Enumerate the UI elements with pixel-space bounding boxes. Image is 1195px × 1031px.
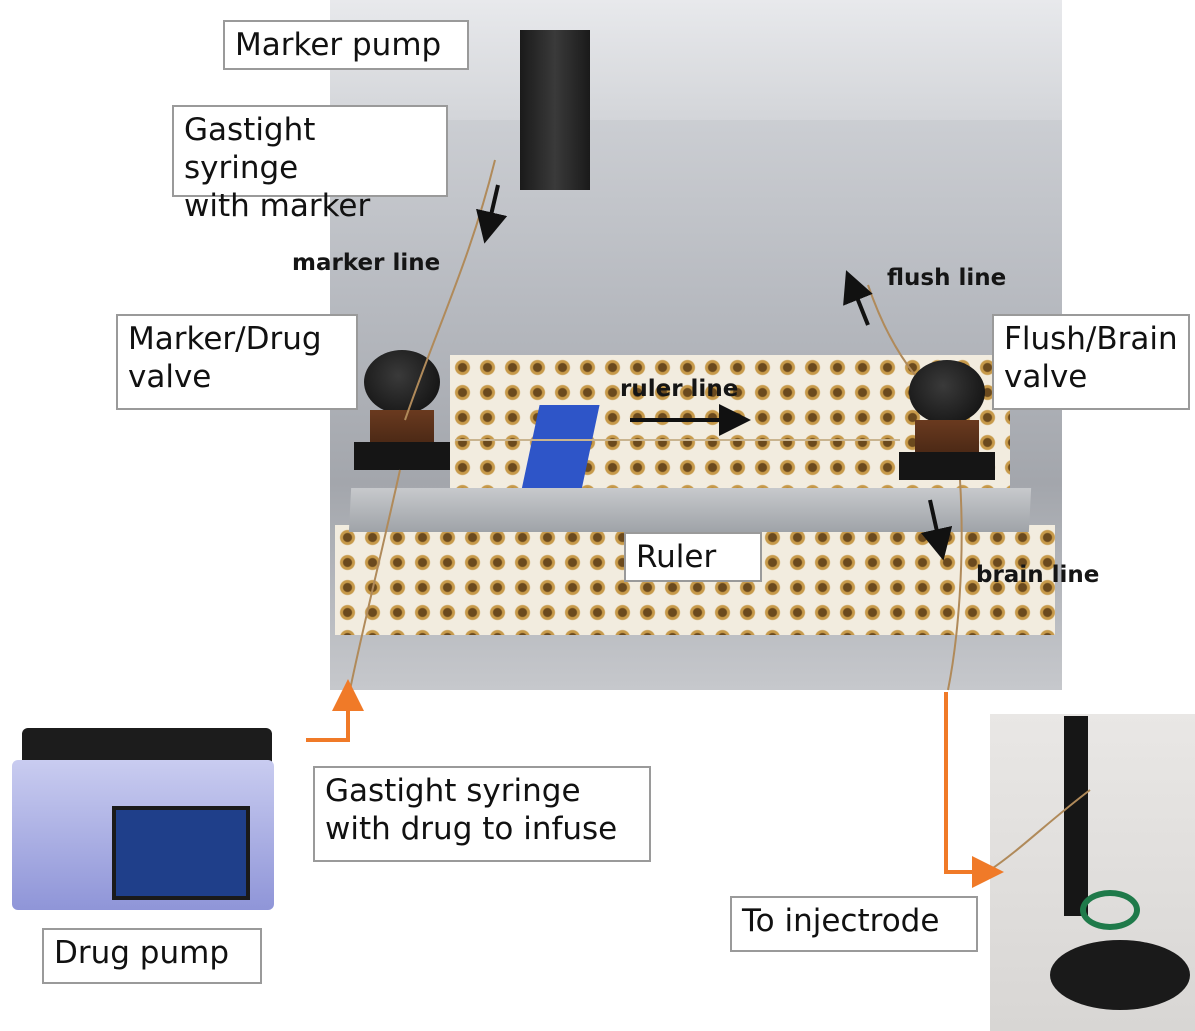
label-to-injectrode: To injectrode	[730, 896, 978, 952]
label-marker-line: marker line	[292, 250, 441, 276]
label-flush-brain-valve: Flush/Brain valve	[992, 314, 1190, 410]
brain-line-arrow	[920, 499, 953, 561]
drug-connector-arrow	[306, 679, 364, 742]
stereotax-ring	[1080, 890, 1140, 930]
brain-tubing	[947, 479, 963, 691]
flush-brain-valve-hardware	[899, 360, 995, 480]
marker-line-arrow	[476, 184, 508, 244]
stereotax-stage	[1050, 940, 1190, 1010]
label-gastight-syringe-drug: Gastight syringe with drug to infuse	[313, 766, 651, 862]
marker-tubing	[404, 159, 496, 421]
label-marker-pump: Marker pump	[223, 20, 469, 70]
injectrode-tubing	[989, 789, 1091, 871]
drug-tubing	[349, 469, 401, 691]
label-marker-drug-valve: Marker/Drug valve	[116, 314, 358, 410]
label-gastight-syringe-marker: Gastight syringe with marker	[172, 105, 448, 224]
label-ruler-line: ruler line	[620, 376, 739, 402]
flush-tubing	[867, 284, 916, 376]
label-drug-pump: Drug pump	[42, 928, 262, 984]
drug-pump-image	[12, 720, 274, 910]
label-brain-line: brain line	[976, 562, 1100, 588]
injectrode-connector-arrow	[944, 692, 1004, 888]
stereotax-post	[1064, 716, 1088, 916]
flush-line-arrow	[843, 270, 873, 326]
label-ruler: Ruler	[624, 532, 762, 582]
marker-pump-hardware	[520, 30, 590, 190]
label-flush-line: flush line	[887, 265, 1007, 291]
